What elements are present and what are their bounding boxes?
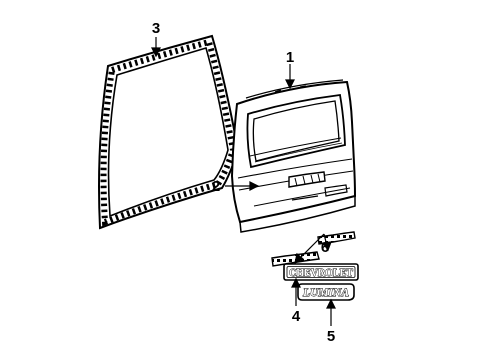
callout-5: 5 xyxy=(327,328,335,345)
callout-3: 3 xyxy=(152,20,160,37)
chevrolet-emblem: CHEVROLET xyxy=(283,263,359,281)
liftgate-panel xyxy=(230,79,357,233)
callout-2: 2 xyxy=(212,178,220,195)
chevrolet-emblem-text: CHEVROLET xyxy=(289,268,353,279)
liftgate-molding-right xyxy=(317,231,356,245)
leader-lines xyxy=(151,37,336,326)
callout-1: 1 xyxy=(286,49,294,66)
weatherstrip-seal xyxy=(98,34,240,230)
callout-4: 4 xyxy=(292,308,301,325)
lumina-emblem-text: LUMINA xyxy=(302,285,349,299)
lumina-emblem: LUMINA xyxy=(297,283,355,301)
callout-6: 6 xyxy=(321,239,329,256)
